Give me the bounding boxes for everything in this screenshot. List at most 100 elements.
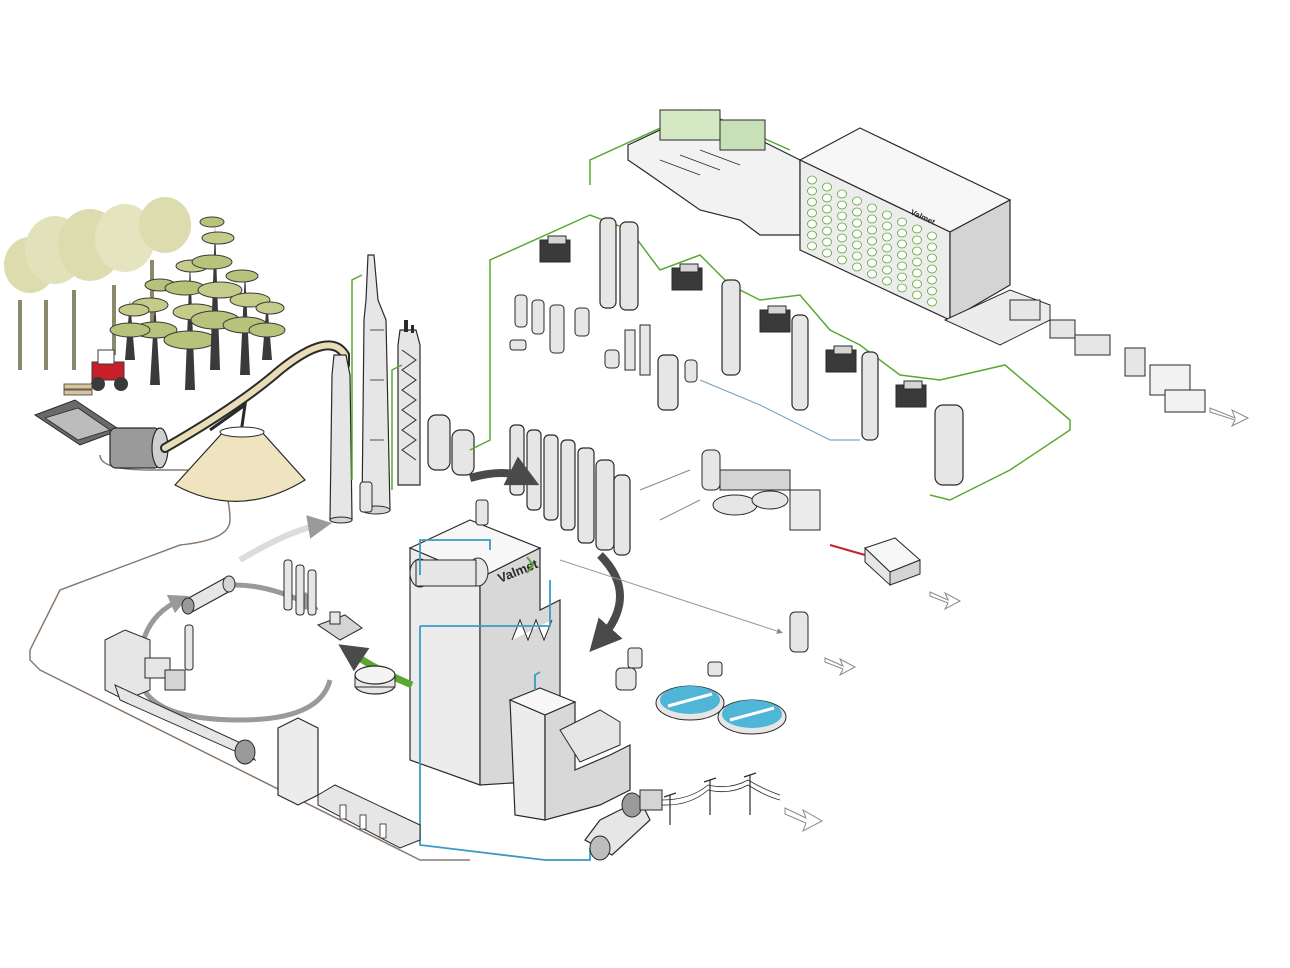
dryer-window (897, 272, 907, 282)
pine-tree-icon (163, 259, 218, 390)
dryer-window (822, 226, 832, 236)
dryer-window (927, 253, 937, 263)
bleach-washer (895, 380, 927, 408)
fiber-line (351, 109, 1071, 501)
bleach-tower (791, 314, 809, 411)
dryer-window (807, 230, 817, 240)
oxygen-delignification-tower (397, 320, 421, 486)
dryer-window (927, 297, 937, 307)
dryer-window (837, 244, 847, 254)
chip-pile (174, 426, 306, 502)
dryer-window (807, 208, 817, 218)
small-vessel (359, 481, 373, 513)
pine-tree-icon (131, 278, 178, 385)
dryer-window (852, 229, 862, 239)
dryer-window (927, 231, 937, 241)
dryer-window (882, 221, 892, 231)
bark-conveyor (114, 684, 257, 765)
chemical-line (699, 379, 860, 441)
dryer-window (882, 276, 892, 286)
pine-tree-icon (248, 300, 286, 360)
pine-tree-icon (190, 216, 243, 370)
water-intake-equipment (615, 647, 723, 691)
dryer-window (822, 248, 832, 258)
forest-tractor-icon (91, 349, 128, 391)
dryer-window (837, 189, 847, 199)
pulp-drying-machine (627, 109, 801, 236)
byproduct-plant (639, 449, 821, 531)
dryer-window (882, 210, 892, 220)
pulp-bales-output-arrow-icon (1209, 407, 1250, 428)
dryer-window (912, 224, 922, 234)
chemical-tank (559, 559, 809, 653)
washing-tanks (427, 414, 475, 476)
dryer-window (822, 193, 832, 203)
dissolving-tank (354, 665, 396, 695)
dryer-building: Valmet (798, 127, 1012, 322)
dryer-window (837, 222, 847, 232)
dryer-window (912, 246, 922, 256)
dryer-window (882, 243, 892, 253)
dryer-window (882, 254, 892, 264)
dryer-window (837, 211, 847, 221)
dryer-window (927, 286, 937, 296)
dryer-window (912, 235, 922, 245)
dryer-window (912, 279, 922, 289)
dryer-window (822, 237, 832, 247)
dryer-window (927, 264, 937, 274)
dryer-window (852, 218, 862, 228)
dryer-window (867, 225, 877, 235)
dryer-window (912, 257, 922, 267)
steam-water-line (419, 539, 591, 861)
pine-tree-icon (109, 300, 151, 360)
dryer-window-grid (807, 175, 937, 307)
concentrated-liquor-flow-arrow (589, 552, 624, 652)
dryer-window (867, 247, 877, 257)
dryer-window (867, 214, 877, 224)
byproduct-container (829, 537, 921, 587)
dryer-window (837, 255, 847, 265)
debarking-drum (33, 399, 169, 469)
pulp-storage-tower (934, 404, 964, 486)
baling-line (943, 289, 1206, 413)
dryer-window (882, 265, 892, 275)
water-treatment-ponds (655, 685, 787, 735)
electricity-output-arrow-icon (784, 807, 824, 833)
chemicals-output-arrow-icon (824, 657, 857, 677)
dryer-window (807, 241, 817, 251)
power-line (661, 772, 781, 825)
bleach-tower (861, 351, 879, 441)
dryer-window (852, 251, 862, 261)
dryer-window (807, 175, 817, 185)
black-liquor-flow-arrow (468, 456, 540, 486)
tree-icon (139, 197, 191, 330)
slaker (316, 611, 363, 641)
causticizing-loop (137, 515, 333, 723)
bleach-tower (721, 279, 741, 376)
dryer-window (822, 182, 832, 192)
dryer-window (897, 217, 907, 227)
dryer-window (927, 242, 937, 252)
pine-tree-icon (222, 269, 271, 375)
boiler-auxiliary-building (508, 687, 631, 821)
screening-equipment (509, 294, 590, 354)
log-pile-icon (63, 383, 93, 396)
dryer-window (807, 219, 817, 229)
bleach-washer (759, 305, 791, 333)
dryer-window (822, 204, 832, 214)
dryer-window (912, 290, 922, 300)
digester-tower (361, 254, 391, 515)
dryer-window (897, 239, 907, 249)
dryer-window (867, 269, 877, 279)
bleach-washer (825, 345, 857, 373)
dryer-window (912, 268, 922, 278)
dryer-window (897, 283, 907, 293)
bark-boiler-building (277, 717, 421, 849)
dryer-window (807, 186, 817, 196)
dryer-window (927, 275, 937, 285)
dryer-window (852, 196, 862, 206)
dryer-window (867, 236, 877, 246)
dryer-window (867, 203, 877, 213)
wood-handling-line (29, 454, 470, 861)
